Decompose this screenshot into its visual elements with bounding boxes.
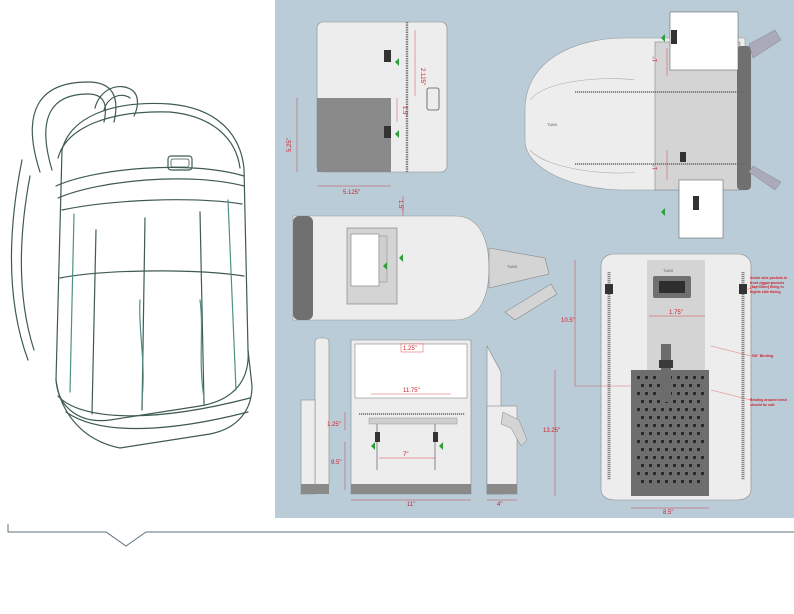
dim-label: 13.25" [543,428,560,434]
dim-label: 10.5" [561,318,575,324]
sketch-top-handle [94,86,139,117]
back-logo-text: TUMI [663,268,673,273]
dim-label: 1.25" [403,346,417,352]
dim-label: 1.75" [669,310,683,316]
dim-label: 1.25" [327,422,341,428]
dim-label: 9.5" [331,460,341,466]
dim-label: 4" [497,502,502,508]
sketch-shoulder-strap [31,81,117,173]
view-pocket-detail: 2.125" 1.5" 5.25" 5.125" [287,21,448,196]
view-side-profile: 4" [486,345,528,508]
dim-label: 5.125" [343,190,360,196]
dim-label: 7" [403,452,408,458]
backpack-sketch [10,81,253,449]
dim-label: 1.5" [401,106,407,116]
dim-label: 1.5" [397,200,403,210]
dim-label: 1" [653,165,659,170]
logo-badge-icon [167,155,193,171]
puller-icon [384,50,391,62]
dim-label: 11" [407,502,415,508]
dim-label: 11.75" [403,388,420,394]
logo-badge-icon [426,87,440,111]
note-side-pockets: Inside side pockets in front zipper pock… [750,276,788,294]
note-binding: 5/8" Binding [752,354,774,358]
view-side-open: TUMI 1.5" [292,196,558,321]
svg-text:TUMI: TUMI [507,264,517,269]
note-mesh-binding: Binding around mesh should be soft [750,398,787,407]
sketch-base [55,349,253,449]
tech-spec-sheet: 2.125" 1.5" 5.25" 5.125" TUMI 1" 1" [275,0,794,518]
dim-label: 5.25" [287,138,293,152]
svg-text:TUMI: TUMI [547,122,557,127]
sketch-body-outline [55,102,249,422]
dim-label: 2.125" [419,68,425,85]
view-back-panel: TUMI 1.75" 10.5" [543,253,774,516]
view-front-open: 1.25" 11.75" 1.25" 9.5" 7" 11" [300,337,472,508]
view-top: TUMI 1" 1" [524,11,782,239]
dim-label: 1" [653,57,659,62]
timeline-divider [7,524,794,547]
arrow-marker-icon [395,58,399,66]
dim-label: 8.5" [663,510,673,516]
